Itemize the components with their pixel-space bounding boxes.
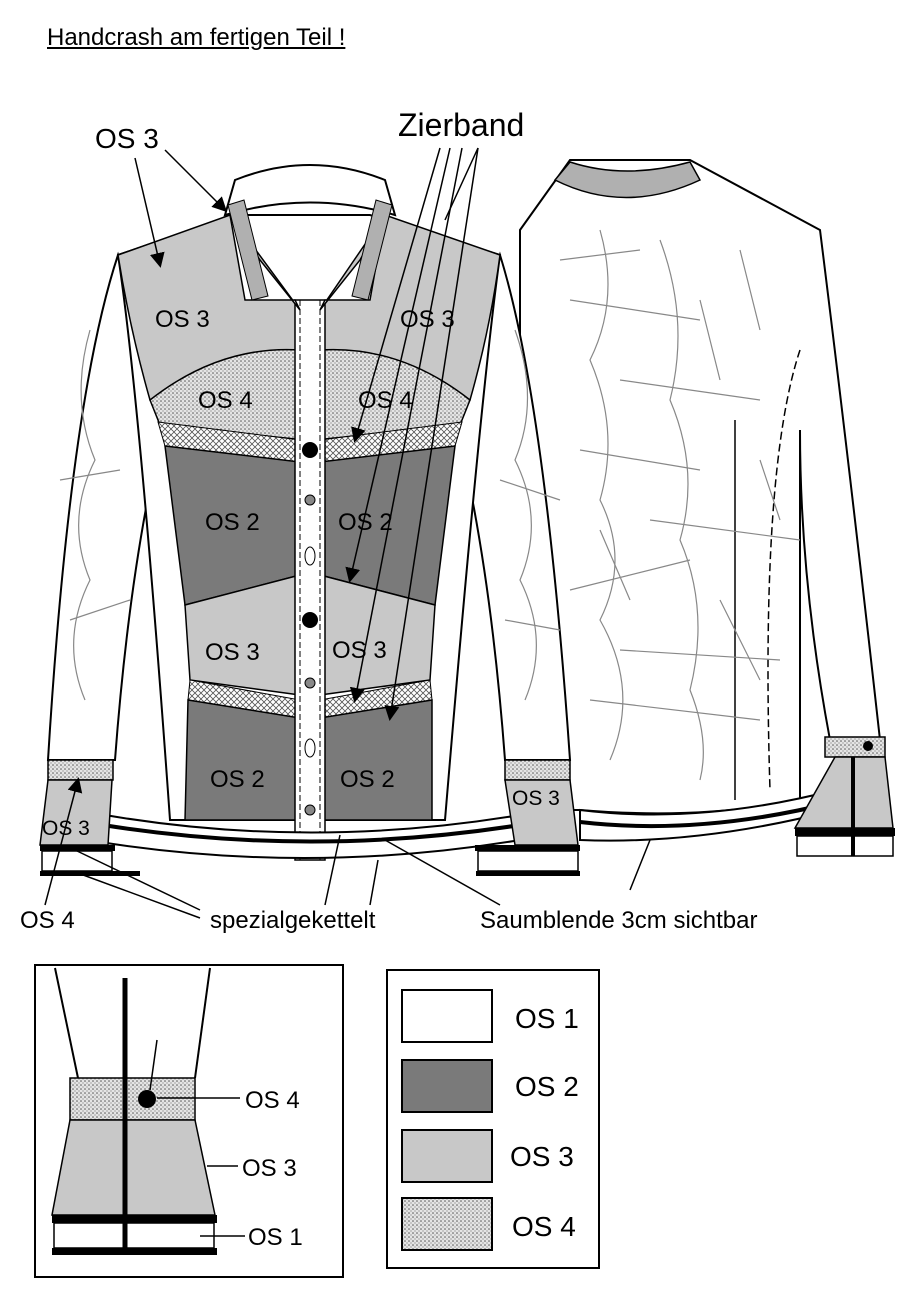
cuff-detail (34, 964, 344, 1278)
legend-swatch-os3 (401, 1129, 493, 1183)
leader-lines (44, 147, 651, 919)
callout-zierband: Zierband (398, 107, 524, 143)
legend-label-os1: OS 1 (515, 1003, 579, 1034)
back-view (519, 159, 895, 857)
label-mid-left: OS 3 (205, 639, 260, 666)
legend-swatch-os1 (401, 989, 493, 1043)
detail-label-band: OS 4 (245, 1087, 300, 1114)
legend-label-os4: OS 4 (512, 1211, 576, 1242)
callout-os4-cuff: OS 4 (20, 907, 75, 934)
legend-swatch-os4 (401, 1197, 493, 1251)
callout-spezialgekettelt: spezialgekettelt (210, 907, 376, 934)
label-lower-left: OS 2 (210, 766, 265, 793)
label-mid-right: OS 3 (332, 637, 387, 664)
callout-os3: OS 3 (95, 123, 159, 154)
page-title: Handcrash am fertigen Teil ! (47, 24, 346, 51)
front-view (39, 164, 580, 876)
label-band-left: OS 4 (198, 387, 253, 414)
legend-swatch-os2 (401, 1059, 493, 1113)
legend-label-os2: OS 2 (515, 1071, 579, 1102)
label-lower-right: OS 2 (340, 766, 395, 793)
callout-saumblende: Saumblende 3cm sichtbar (480, 907, 757, 934)
legend (386, 969, 600, 1269)
legend-label-os3: OS 3 (510, 1141, 574, 1172)
detail-label-cuff: OS 3 (242, 1155, 297, 1182)
label-cuff-right: OS 3 (512, 787, 560, 810)
detail-label-hem: OS 1 (248, 1224, 303, 1251)
label-upper-left: OS 2 (205, 509, 260, 536)
label-yoke-left: OS 3 (155, 306, 210, 333)
